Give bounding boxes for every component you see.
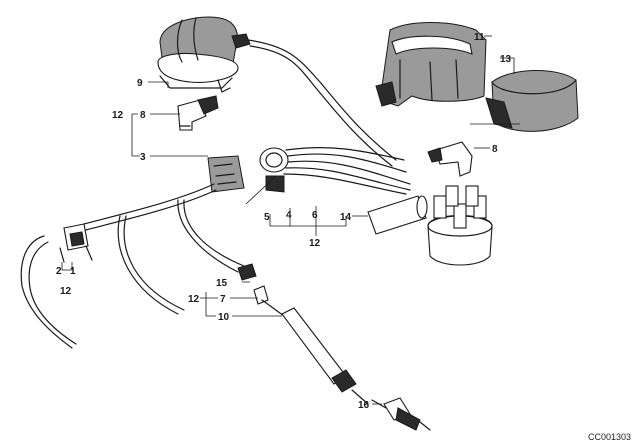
callout-labels: 9 12 8 3 11 13 8 5 4 6 14 12 2 1 12 15 1… [56, 32, 512, 411]
rotor-cap [470, 70, 579, 132]
plug-connector-left [177, 95, 219, 131]
lead-holder [207, 155, 245, 193]
ignition-lead-bundle [259, 147, 411, 195]
wire-harness-left [20, 183, 245, 349]
plug-connector-right [427, 141, 473, 177]
callout-6: 6 [312, 210, 318, 221]
spark-lead-assembly [237, 263, 369, 405]
callout-8-right: 8 [492, 144, 498, 155]
callout-10: 10 [218, 312, 230, 323]
callout-13: 13 [500, 54, 512, 65]
callout-7: 7 [220, 294, 226, 305]
callout-16: 16 [358, 400, 370, 411]
callout-1: 1 [70, 266, 76, 277]
hose-sleeve [367, 195, 428, 235]
callout-9: 9 [137, 78, 143, 89]
callout-11: 11 [474, 32, 485, 43]
image-code: CC001303 [588, 432, 631, 442]
ignition-cover [375, 22, 487, 107]
spark-plug [371, 397, 431, 431]
callout-15: 15 [216, 278, 228, 289]
callout-14: 14 [340, 212, 352, 223]
callout-12-b: 12 [309, 238, 321, 249]
callout-12-d: 12 [188, 294, 200, 305]
distributor-head [427, 185, 493, 266]
callout-5: 5 [264, 212, 270, 223]
ignition-lead-main [247, 39, 397, 167]
callout-12-a: 12 [112, 110, 124, 121]
callout-3: 3 [140, 152, 146, 163]
leader-lines [61, 35, 515, 405]
callout-2: 2 [56, 266, 62, 277]
distributor-boot [157, 16, 251, 93]
callout-8-left: 8 [140, 110, 146, 121]
callout-4: 4 [286, 210, 292, 221]
callout-12-c: 12 [60, 286, 72, 297]
